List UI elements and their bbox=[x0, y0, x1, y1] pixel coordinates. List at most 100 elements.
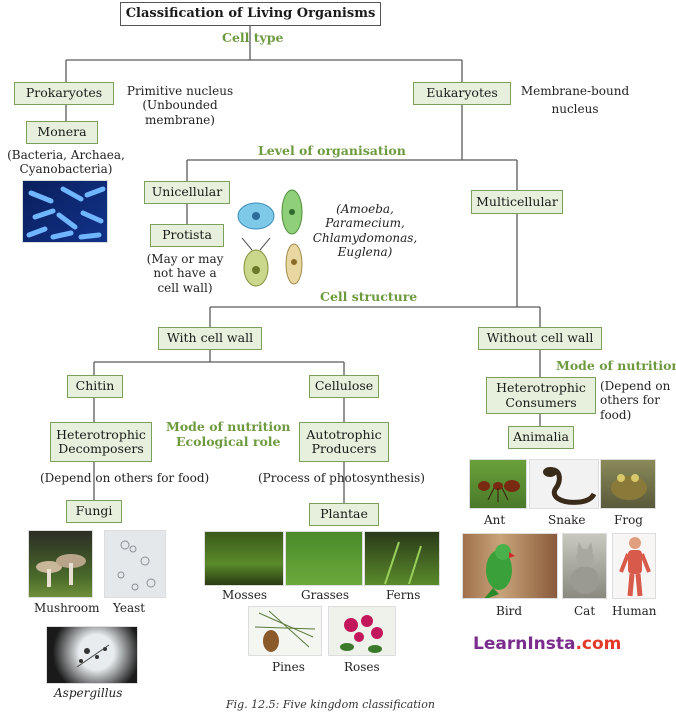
ant-icon bbox=[478, 480, 520, 502]
example-human: Human bbox=[612, 604, 657, 618]
label-mode-of-nutrition-left: Mode of nutrition bbox=[166, 419, 291, 434]
frog-icon bbox=[611, 474, 647, 500]
snake-image bbox=[529, 459, 599, 509]
node-autotrophic-producers: Autotrophic Producers bbox=[299, 422, 389, 462]
het-decomposers-line-2: Decomposers bbox=[58, 441, 144, 456]
mushroom-image bbox=[28, 530, 93, 598]
roses-image bbox=[328, 606, 396, 656]
example-snake: Snake bbox=[548, 513, 586, 527]
example-roses: Roses bbox=[344, 660, 380, 674]
human-anatomy-icon bbox=[619, 537, 651, 597]
note-monera-1: (Bacteria, Archaea, bbox=[7, 148, 125, 162]
het-decomposers-line-1: Heterotrophic bbox=[56, 426, 146, 442]
auto-producers-line-2: Producers bbox=[311, 441, 377, 456]
label-ecological-role: Ecological role bbox=[176, 434, 281, 449]
note-decomposers: (Depend on others for food) bbox=[40, 471, 210, 485]
note-protista-wall-1: (May or may bbox=[146, 252, 224, 266]
example-mushroom: Mushroom bbox=[34, 601, 100, 615]
figure-caption: Fig. 12.5: Five kingdom classification bbox=[226, 698, 435, 711]
example-bird: Bird bbox=[496, 604, 523, 618]
pines-image bbox=[248, 606, 322, 656]
note-protista-wall-3: cell wall) bbox=[157, 280, 213, 295]
node-fungi: Fungi bbox=[66, 500, 122, 523]
example-ant: Ant bbox=[484, 513, 506, 527]
example-grasses: Grasses bbox=[301, 588, 350, 602]
node-eukaryotes: Eukaryotes bbox=[413, 82, 511, 105]
note-consumers-3: food) bbox=[600, 407, 632, 422]
aspergillus-image bbox=[46, 626, 138, 684]
note-consumers-1: (Depend on bbox=[600, 379, 671, 393]
node-heterotrophic-consumers: Heterotrophic Consumers bbox=[486, 377, 596, 414]
node-without-cell-wall: Without cell wall bbox=[478, 327, 602, 350]
note-primitive-2: (Unbounded bbox=[142, 98, 218, 113]
rose-icon bbox=[340, 615, 383, 653]
ant-image bbox=[469, 459, 527, 509]
node-heterotrophic-decomposers: Heterotrophic Decomposers bbox=[50, 422, 152, 462]
frog-image bbox=[600, 459, 656, 509]
note-protista-wall-2: not have a bbox=[153, 266, 217, 281]
note-membrane-2: nucleus bbox=[551, 102, 599, 117]
bird-image bbox=[462, 533, 558, 599]
note-primitive-1: Primitive nucleus bbox=[126, 84, 234, 98]
note-primitive-nucleus: Primitive nucleus (Unbounded membrane) bbox=[122, 84, 238, 127]
example-frog: Frog bbox=[614, 513, 643, 527]
parrot-icon bbox=[484, 544, 515, 598]
note-protista-ex-2: Paramecium, bbox=[325, 216, 405, 231]
node-monera: Monera bbox=[26, 121, 98, 144]
ferns-image bbox=[364, 531, 440, 586]
human-image bbox=[612, 533, 656, 599]
example-aspergillus: Aspergillus bbox=[54, 686, 123, 700]
mushroom-icon bbox=[36, 554, 86, 587]
pine-cone-icon bbox=[254, 610, 316, 652]
bacteria-icon bbox=[26, 186, 106, 240]
cat-image bbox=[562, 533, 607, 599]
node-protista: Protista bbox=[150, 224, 224, 247]
label-mode-of-nutrition-right: Mode of nutrition bbox=[556, 358, 676, 373]
yeast-icon bbox=[117, 540, 156, 591]
mosses-image bbox=[204, 531, 284, 586]
brand-suffix: .com bbox=[575, 634, 622, 654]
example-yeast: Yeast bbox=[113, 601, 146, 615]
example-pines: Pines bbox=[272, 660, 305, 674]
node-with-cell-wall: With cell wall bbox=[158, 327, 262, 350]
example-cat: Cat bbox=[574, 604, 596, 618]
auto-producers-line-1: Autotrophic bbox=[306, 426, 382, 442]
note-membrane-1: Membrane-bound bbox=[520, 84, 630, 98]
node-prokaryotes: Prokaryotes bbox=[14, 82, 114, 105]
note-consumers-2: others for bbox=[600, 393, 660, 408]
node-multicellular: Multicellular bbox=[471, 190, 563, 214]
example-mosses: Mosses bbox=[222, 588, 268, 602]
aspergillus-icon bbox=[76, 644, 110, 668]
note-protista-ex-1: (Amoeba, bbox=[336, 202, 394, 216]
note-membrane-bound: Membrane-bound nucleus bbox=[514, 84, 636, 117]
grasses-image bbox=[285, 531, 363, 586]
example-ferns: Ferns bbox=[386, 588, 421, 602]
node-unicellular: Unicellular bbox=[144, 181, 230, 204]
yeast-image bbox=[104, 530, 166, 598]
het-consumers-line-2: Consumers bbox=[505, 394, 577, 410]
node-animalia: Animalia bbox=[508, 426, 574, 449]
label-cell-structure: Cell structure bbox=[320, 289, 418, 304]
protists-illustration bbox=[237, 189, 303, 287]
cat-icon bbox=[571, 542, 599, 594]
het-consumers-line-1: Heterotrophic bbox=[496, 380, 586, 396]
note-primitive-3: membrane) bbox=[145, 112, 215, 127]
label-level-of-organisation: Level of organisation bbox=[258, 143, 406, 158]
note-monera-2: Cyanobacteria) bbox=[19, 162, 113, 177]
brand-name: LearnInsta bbox=[473, 634, 576, 654]
learninsta-watermark: LearnInsta.com bbox=[473, 634, 621, 654]
note-consumers: (Depend on others for food) bbox=[600, 379, 676, 422]
node-cellulose: Cellulose bbox=[309, 375, 379, 398]
note-monera-examples: (Bacteria, Archaea, Cyanobacteria) bbox=[0, 148, 132, 177]
note-protista-examples: (Amoeba, Paramecium, Chlamydomonas, Eugl… bbox=[306, 202, 424, 260]
snake-icon bbox=[543, 467, 597, 505]
bacteria-image bbox=[22, 180, 108, 243]
note-protista-ex-4: Euglena) bbox=[337, 245, 393, 260]
diagram-title: Classification of Living Organisms bbox=[120, 2, 381, 26]
node-chitin: Chitin bbox=[67, 375, 123, 398]
note-producers: (Process of photosynthesis) bbox=[258, 471, 425, 485]
note-protista-ex-3: Chlamydomonas, bbox=[312, 230, 418, 245]
note-protista-wall: (May or may not have a cell wall) bbox=[136, 252, 234, 295]
label-cell-type: Cell type bbox=[222, 30, 284, 45]
